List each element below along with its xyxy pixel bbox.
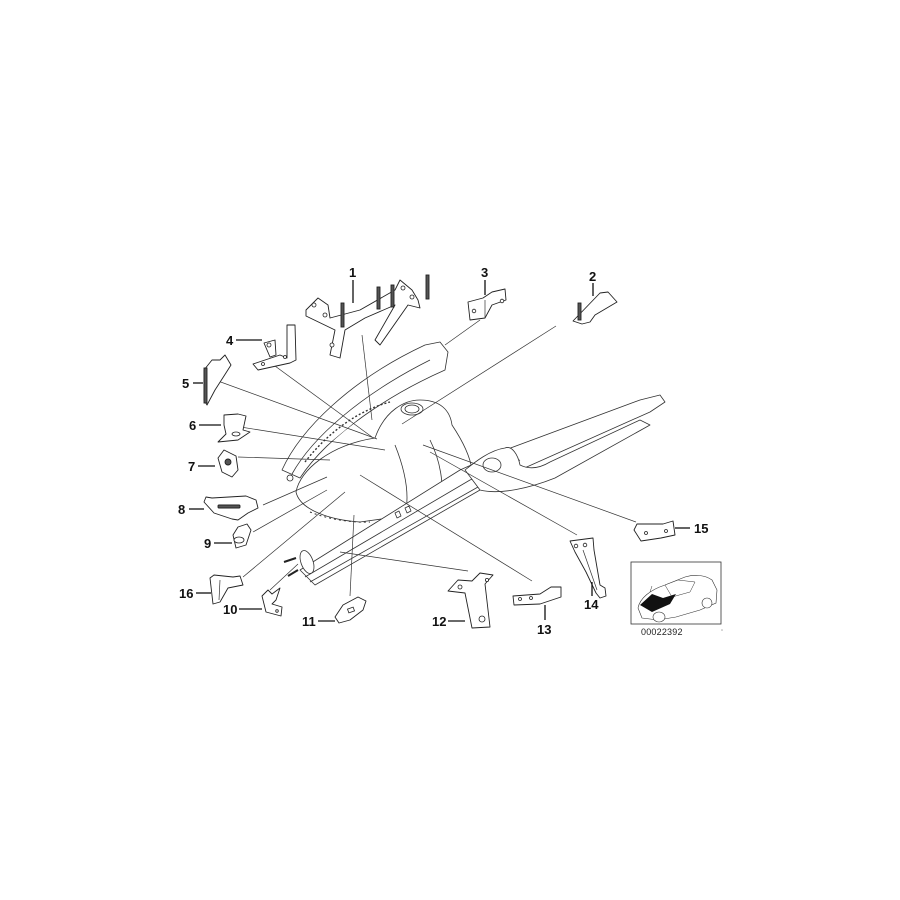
part-1-bracket-with-studs[interactable] [305, 274, 430, 359]
callout-6[interactable]: 6 [189, 418, 197, 433]
callout-9[interactable]: 9 [204, 536, 212, 551]
leader-lines [217, 319, 637, 597]
part-11-plate[interactable] [334, 596, 367, 624]
part-12-bracket[interactable] [447, 572, 494, 629]
callout-14[interactable]: 14 [584, 597, 599, 612]
part-14-bracket[interactable] [569, 537, 607, 599]
callout-11[interactable]: 11 [302, 614, 316, 629]
callout-2[interactable]: 2 [589, 269, 597, 284]
part-2-bracket[interactable] [572, 291, 618, 325]
part-6-bracket[interactable] [217, 413, 251, 443]
callout-3[interactable]: 3 [481, 265, 489, 280]
part-8-bracket[interactable] [203, 495, 259, 521]
callout-7[interactable]: 7 [188, 459, 196, 474]
callout-1[interactable]: 1 [349, 265, 357, 280]
callout-16[interactable]: 16 [179, 586, 194, 601]
main-frame-assembly [281, 341, 666, 586]
callout-15[interactable]: 15 [694, 521, 709, 536]
part-15-bracket[interactable] [633, 520, 676, 542]
part-13-bracket[interactable] [512, 586, 562, 606]
callout-ticks [189, 280, 690, 622]
part-7-clip[interactable] [217, 449, 239, 478]
callout-12[interactable]: 12 [432, 614, 447, 629]
part-9-clip[interactable] [232, 523, 252, 549]
callout-8[interactable]: 8 [178, 502, 186, 517]
diagram-reference-code: 00022392 [641, 627, 683, 637]
callout-4[interactable]: 4 [226, 333, 234, 348]
part-16-bracket[interactable] [209, 574, 244, 605]
callout-5[interactable]: 5 [182, 376, 190, 391]
part-4-bracket[interactable] [252, 324, 297, 371]
callout-10[interactable]: 10 [223, 602, 238, 617]
part-5-bracket[interactable] [203, 354, 232, 406]
vehicle-location-thumbnail [630, 561, 722, 625]
part-3-bracket[interactable] [467, 288, 507, 321]
part-10-bracket[interactable] [261, 587, 283, 617]
callout-13[interactable]: 13 [537, 622, 552, 637]
